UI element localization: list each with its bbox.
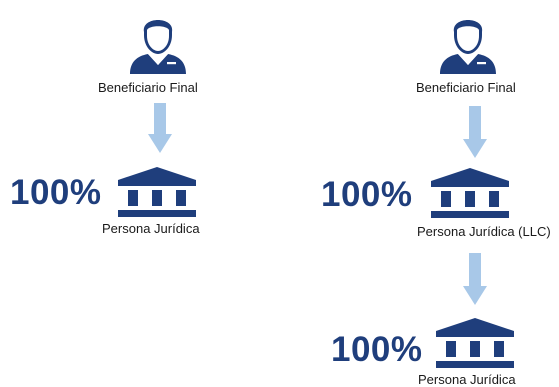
right-ownership-chain: Beneficiario Final 100% Persona Jurídica… [280,0,559,387]
person-icon [440,20,496,74]
right-entity-1-label: Persona Jurídica (LLC) [417,224,551,239]
bank-building-icon [118,167,196,217]
arrow-down-icon [148,103,172,153]
bank-building-icon [436,318,514,368]
right-owner-label: Beneficiario Final [416,80,516,95]
right-ownership-percent-1: 100% [321,175,413,214]
left-ownership-percent: 100% [10,173,102,212]
person-icon [130,20,186,74]
arrow-down-icon [463,253,487,305]
arrow-down-icon [463,106,487,158]
left-entity-label: Persona Jurídica [102,221,200,236]
right-entity-2-label: Persona Jurídica [418,372,516,387]
right-ownership-percent-2: 100% [331,330,423,369]
bank-building-icon [431,168,509,218]
left-owner-label: Beneficiario Final [98,80,198,95]
left-ownership-chain: Beneficiario Final 100% Persona Jurídica [10,20,200,236]
